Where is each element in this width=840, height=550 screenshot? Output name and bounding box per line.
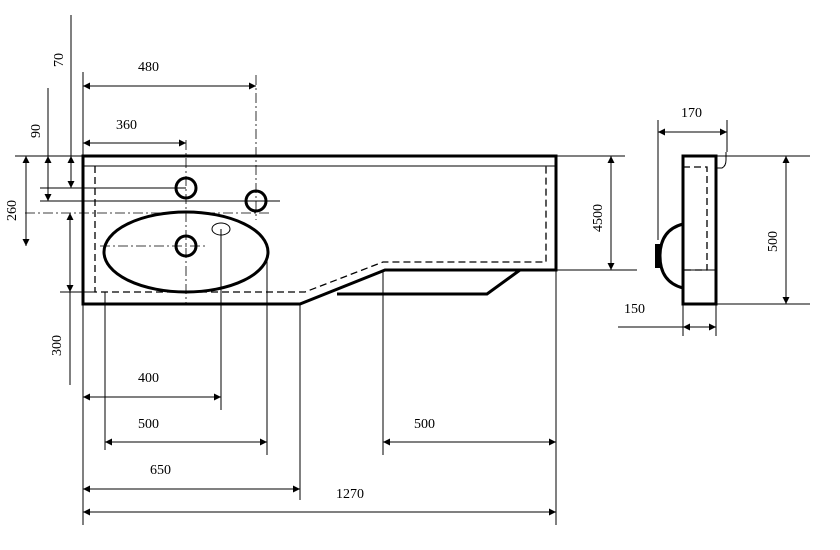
dim-650-label: 650 xyxy=(150,463,171,478)
dim-1270-label: 1270 xyxy=(336,487,364,502)
dim-260-label: 260 xyxy=(5,200,20,221)
dim-500-right-label: 500 xyxy=(414,417,435,432)
top-view: 480 360 70 90 260 300 4500 400 500 650 5… xyxy=(5,15,637,525)
side-bowl-bulge xyxy=(658,222,684,290)
side-drain-stub xyxy=(655,244,661,268)
side-inner-dashed xyxy=(683,166,708,271)
side-back-lip xyxy=(716,152,727,169)
side-profile xyxy=(681,154,718,306)
dim-70-label: 70 xyxy=(52,53,67,67)
dim-500-side-label: 500 xyxy=(766,231,781,252)
dim-300-label: 300 xyxy=(50,335,65,356)
basin-outline xyxy=(81,154,558,306)
dim-400-label: 400 xyxy=(138,371,159,386)
dim-170-label: 170 xyxy=(681,106,702,121)
lower-shelf xyxy=(337,268,521,296)
dim-150-label: 150 xyxy=(624,302,645,317)
dim-4500-label: 4500 xyxy=(591,204,606,232)
dim-360-label: 360 xyxy=(116,118,137,133)
dim-500-left-label: 500 xyxy=(138,417,159,432)
dim-480-label: 480 xyxy=(138,60,159,75)
side-view: 170 500 150 xyxy=(618,106,810,336)
inner-dashed-contour xyxy=(94,166,547,293)
dim-90-label: 90 xyxy=(29,124,44,138)
